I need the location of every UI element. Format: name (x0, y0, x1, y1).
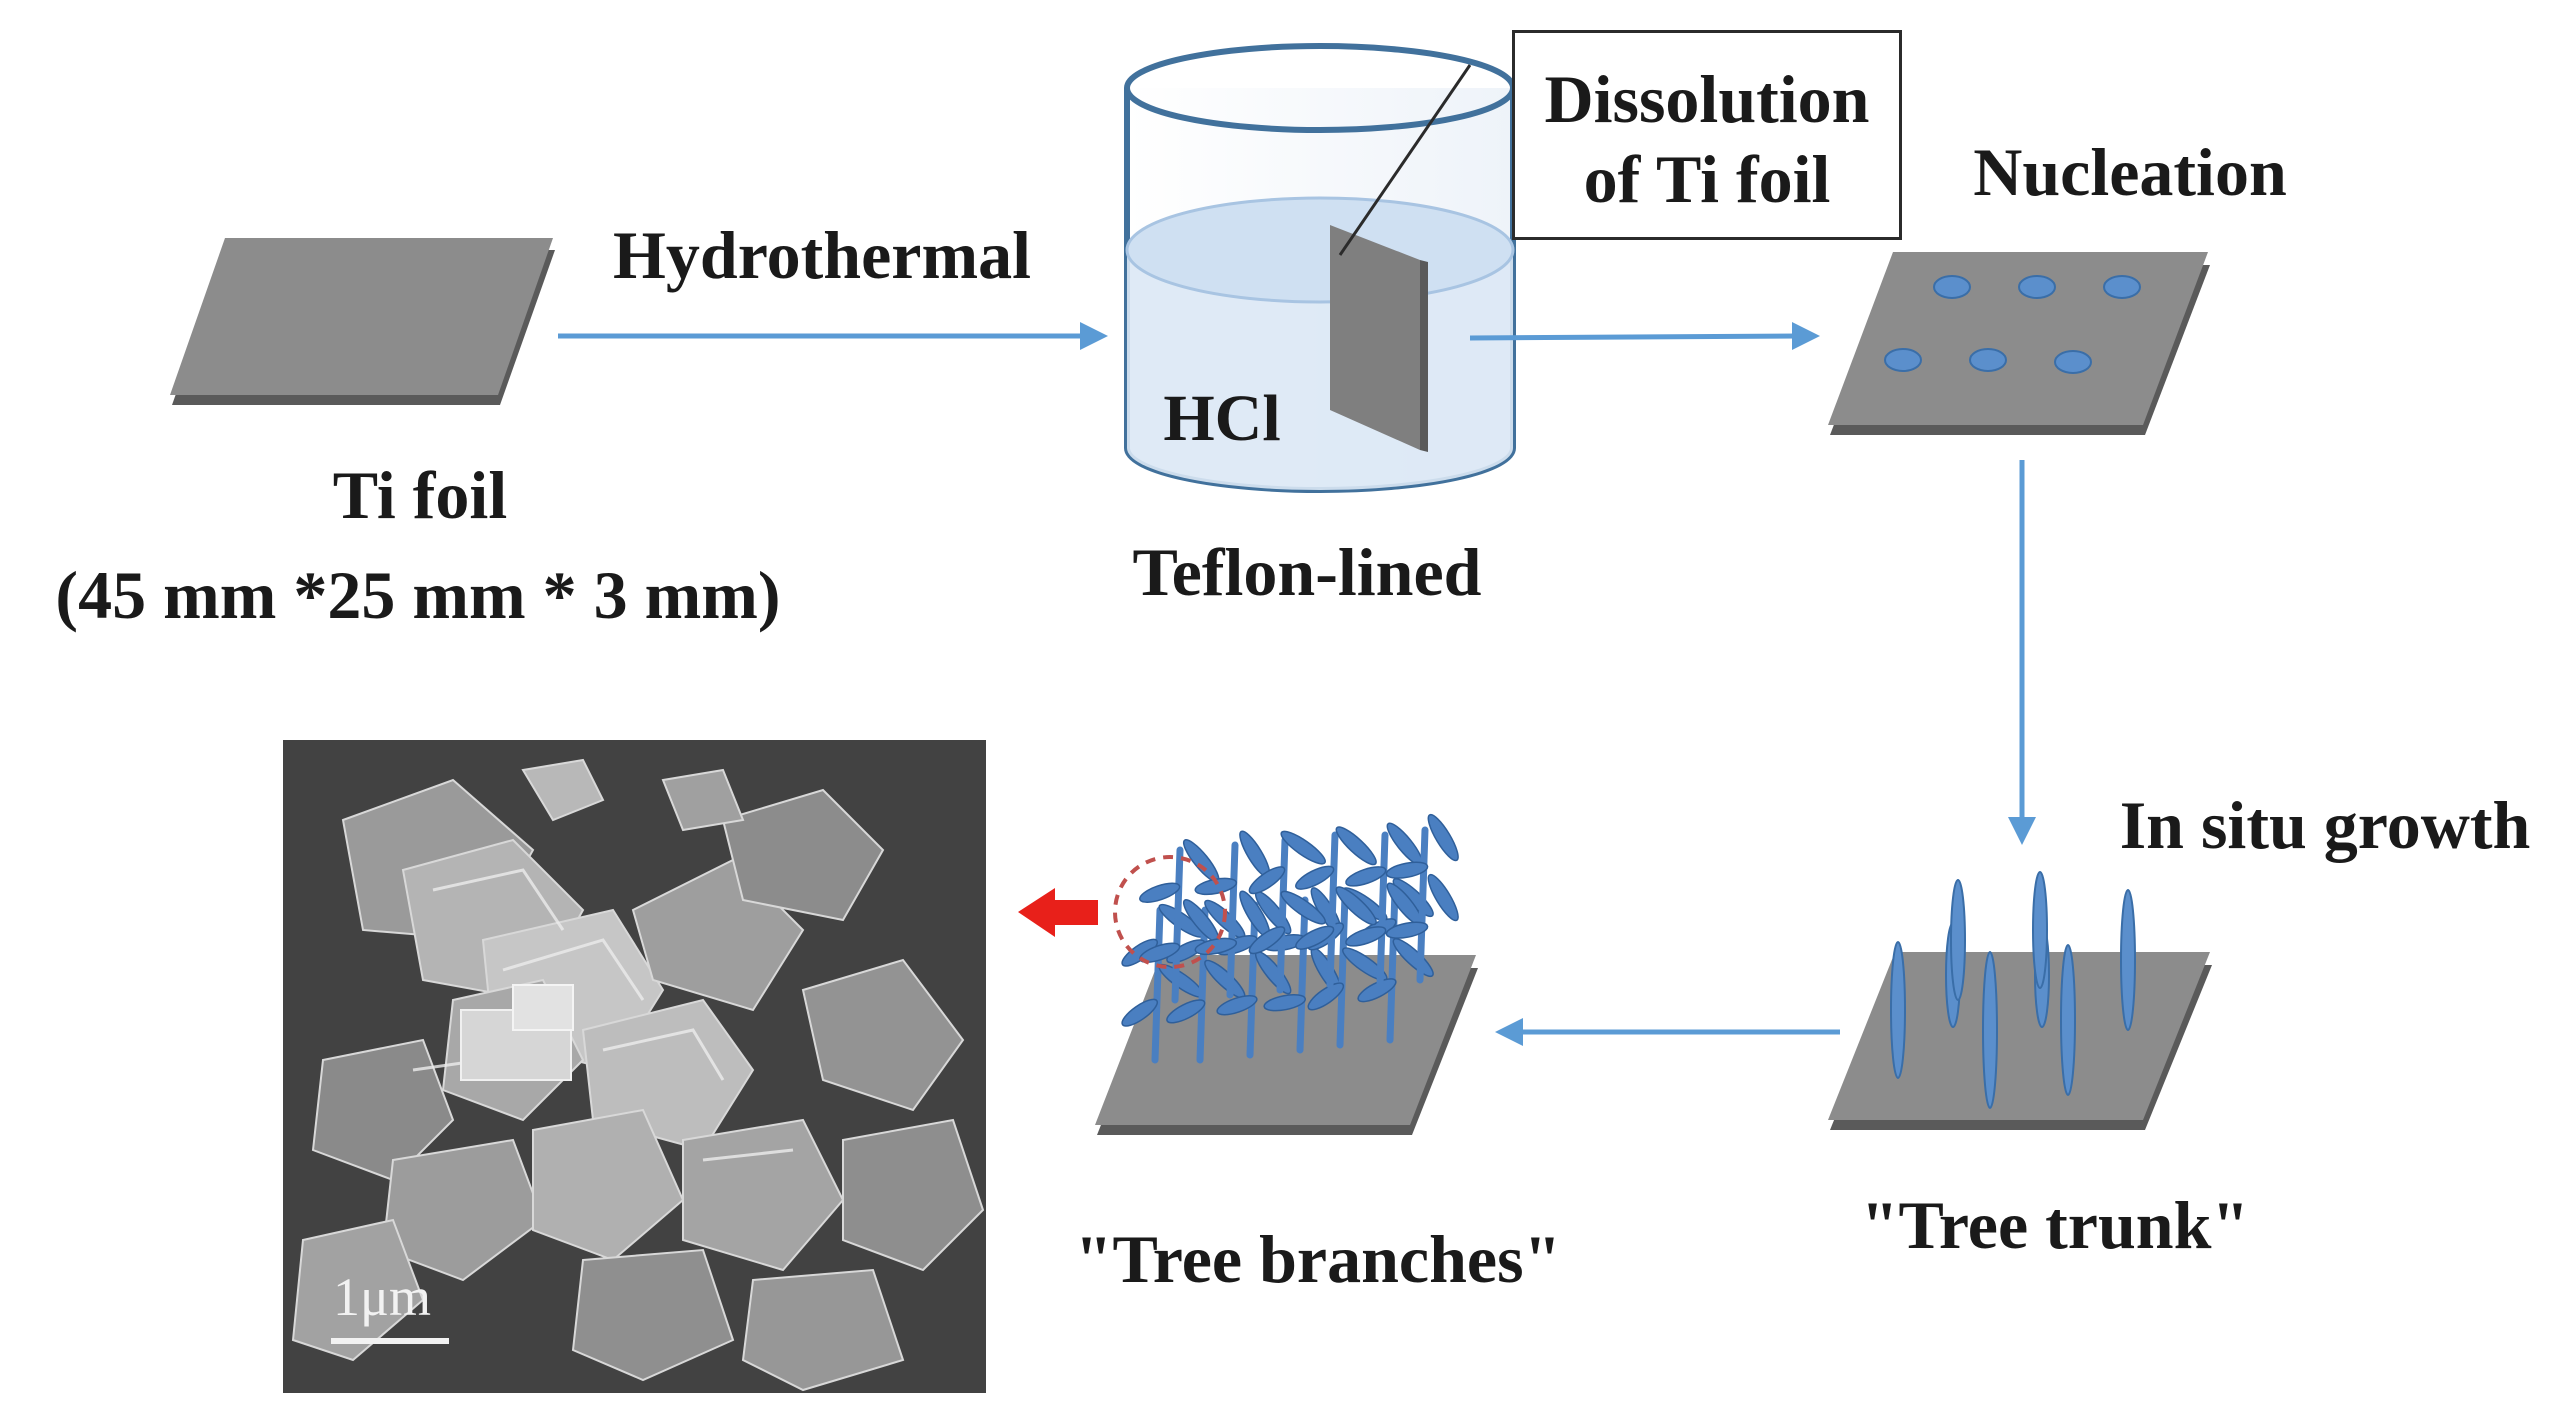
in-situ-growth-arrow (2008, 460, 2036, 845)
tree-branch (1166, 999, 1206, 1024)
tree-branch (1280, 890, 1326, 925)
tree-branch (1194, 937, 1238, 956)
tree-trunk-label: "Tree trunk" (1861, 1187, 2249, 1263)
dissolution-line-1: Dissolution (1544, 61, 1870, 137)
tree-branch (1139, 882, 1181, 903)
tree-branch (1427, 813, 1459, 862)
tree-trunk-rod (1151, 906, 1164, 1064)
callout-leader (1338, 64, 1472, 256)
tree-branch (1345, 926, 1387, 947)
teflon-lined-label: Teflon-lined (1133, 534, 1482, 610)
pointer-arrow (1018, 888, 1098, 937)
tree-branch (1385, 861, 1429, 879)
tree-trunk-rod (1336, 891, 1349, 1049)
tree-branch (1295, 925, 1335, 950)
tree-trunk-rod (1171, 846, 1184, 1004)
tree-branches-label: "Tree branches" (1075, 1221, 1562, 1297)
tree-branch (1335, 886, 1377, 926)
branching-arrow (1495, 1018, 1840, 1046)
in-situ-growth-label: In situ growth (2120, 787, 2531, 863)
trunk-rods (1890, 871, 2136, 1109)
hydrothermal-arrow (558, 322, 1108, 350)
nucleation-label: Nucleation (1973, 134, 2287, 210)
sem-micrograph: 1μm (283, 740, 986, 1393)
tree-trunk-rod (1416, 826, 1429, 984)
tree-branch (1295, 865, 1335, 890)
to-nucleation-arrow (1469, 322, 1820, 350)
scale-bar-label: 1μm (333, 1267, 431, 1327)
tree-branch (1121, 998, 1159, 1027)
ti-foil-dimensions: (45 mm *25 mm * 3 mm) (55, 557, 780, 633)
nuclei (1884, 275, 2141, 374)
tree-trunk-plate (1828, 871, 2212, 1130)
tree-branch (1357, 978, 1397, 1003)
tree-branch (1216, 994, 1258, 1016)
hcl-label: HCl (1163, 382, 1280, 455)
tree-branch (1386, 822, 1424, 866)
dissolution-callout: Dissolution of Ti foil (1512, 30, 1902, 240)
tree-trunk-rod (1246, 901, 1259, 1059)
scale-bar (331, 1338, 449, 1344)
tree-branch (1385, 921, 1429, 939)
tree-branch (1307, 982, 1345, 1011)
tree-trunk-rod (1296, 896, 1309, 1054)
tree-branch (1248, 866, 1286, 895)
tree-branch (1263, 994, 1307, 1012)
hydrothermal-label: Hydrothermal (613, 217, 1031, 293)
nucleation-plate (1828, 252, 2210, 435)
tree-trunk-rod (1276, 836, 1289, 994)
tree-branch (1248, 926, 1286, 955)
tree-branch (1280, 830, 1326, 865)
ti-foil-plate (170, 238, 555, 405)
tree-branch (1345, 866, 1387, 887)
tree-trunk-rod (1326, 831, 1339, 989)
immersed-ti-foil (1330, 225, 1428, 452)
ti-foil-label: Ti foil (333, 457, 507, 533)
tree-trunk-rod (1226, 841, 1239, 999)
tree-trunk-rod (1386, 886, 1399, 1044)
tree-branch (1335, 826, 1377, 866)
highlight-circle (1113, 855, 1227, 969)
sem-image (283, 740, 986, 1393)
dissolution-line-2: of Ti foil (1583, 141, 1831, 217)
teflon-reactor (1124, 43, 1516, 493)
tree-branch (1427, 873, 1459, 922)
tree-trunk-rod (1376, 831, 1389, 989)
